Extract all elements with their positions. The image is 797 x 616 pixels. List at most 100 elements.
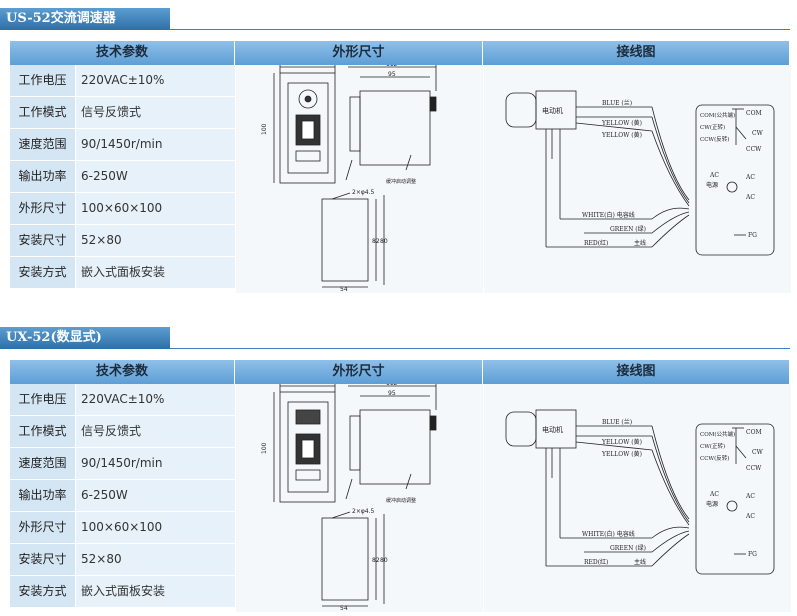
terminal-com-label: COM(公共端) <box>700 430 735 438</box>
section-title: US-52交流调速器 <box>0 8 170 30</box>
dim-54: 54 <box>340 286 348 293</box>
spec-value: 90/1450r/min <box>76 448 240 479</box>
spec-label: 工作电压 <box>10 384 75 415</box>
panel-cutout <box>321 517 369 601</box>
spec-label: 速度范围 <box>10 129 75 160</box>
terminal-cw-label: CW(正转) <box>700 442 725 450</box>
dim-80: 80 <box>380 557 388 564</box>
terminal-fg: FG <box>748 551 757 558</box>
dimension-drawing-panel: 60 100 112 95 缓冲启动调整 2×φ4.5 82 80 54 <box>235 378 484 612</box>
spec-value: 100×60×100 <box>76 512 240 543</box>
wire-white: WHITE(白) 电容线 <box>582 211 635 219</box>
wiring-diagram: 电动机 BLUE (兰) YELLOW (黄) YELLOW (黄) WHITE… <box>505 90 775 256</box>
spec-label: 输出功率 <box>10 480 75 511</box>
terminal-ccw: CCW <box>746 465 762 472</box>
header-specs: 技术参数 <box>10 41 235 65</box>
controller-terminal-block <box>695 104 775 256</box>
spec-value: 52×80 <box>76 225 240 256</box>
dim-82: 82 <box>372 557 380 564</box>
spec-value: 90/1450r/min <box>76 129 240 160</box>
controller-face <box>287 82 329 174</box>
dial-note: 缓冲启动调整 <box>386 497 416 504</box>
spec-value: 6-250W <box>76 480 240 511</box>
wire-white: WHITE(白) 电容线 <box>582 530 635 538</box>
section-title: UX-52(数显式) <box>0 327 170 349</box>
spec-label: 工作模式 <box>10 97 75 128</box>
spec-value: 100×60×100 <box>76 193 240 224</box>
wire-red: RED(红) <box>584 239 608 247</box>
power-label: 电源 <box>706 500 718 508</box>
terminal-ac-1: AC <box>709 172 719 179</box>
spec-label: 工作模式 <box>10 416 75 447</box>
dim-95: 95 <box>388 390 396 397</box>
terminal-com: COM <box>746 429 762 436</box>
terminal-com: COM <box>746 110 762 117</box>
header-dimensions: 外形尺寸 <box>235 41 483 65</box>
dimension-drawing: 60 100 112 95 缓冲启动调整 2×φ4.5 82 80 54 <box>261 59 437 293</box>
motor-body <box>535 90 577 130</box>
panel-cutout <box>321 198 369 282</box>
wire-blue: BLUE (兰) <box>602 418 632 426</box>
motor-body <box>535 409 577 449</box>
power-label: 电源 <box>706 181 718 189</box>
header-wiring: 接线图 <box>483 360 790 384</box>
dim-60: 60 <box>302 65 310 66</box>
spec-row: 安装方式嵌入式面板安装 <box>10 257 240 289</box>
header-wiring: 接线图 <box>483 41 790 65</box>
terminal-ac-3: AC <box>745 194 755 201</box>
terminal-ac-2: AC <box>745 493 755 500</box>
dial-note: 缓冲启动调整 <box>386 178 416 185</box>
dimension-drawing-panel: 60 100 112 95 缓冲启动调整 2×φ4.5 82 80 54 <box>235 59 484 293</box>
wire-green: GREEN (绿) <box>610 225 646 233</box>
spec-value: 220VAC±10% <box>76 65 240 96</box>
wiring-diagram-panel: 电动机 BLUE (兰) YELLOW (黄) YELLOW (黄) WHITE… <box>483 384 791 612</box>
spec-label: 安装方式 <box>10 257 75 288</box>
dimension-drawing: 60 100 112 95 缓冲启动调整 2×φ4.5 82 80 54 <box>261 378 437 612</box>
spec-row: 工作模式信号反馈式 <box>10 416 240 448</box>
terminal-ccw-label: CCW(反转) <box>700 135 729 143</box>
spec-label: 外形尺寸 <box>10 512 75 543</box>
wiring-diagram-panel: 电动机 BLUE (兰) YELLOW (黄) YELLOW (黄) WHITE… <box>483 65 791 293</box>
header-specs: 技术参数 <box>10 360 235 384</box>
motor-label: 电动机 <box>542 425 563 434</box>
title-underline <box>170 29 790 30</box>
spec-value: 嵌入式面板安装 <box>76 257 240 288</box>
spec-label: 速度范围 <box>10 448 75 479</box>
spec-row: 安装方式嵌入式面板安装 <box>10 576 240 608</box>
spec-value: 信号反馈式 <box>76 416 240 447</box>
dim-60: 60 <box>302 384 310 385</box>
dim-100: 100 <box>261 123 268 135</box>
terminal-cw: CW <box>752 130 764 137</box>
wire-yellow-1: YELLOW (黄) <box>601 438 642 446</box>
wire-yellow-2: YELLOW (黄) <box>601 131 642 139</box>
terminal-cw-label: CW(正转) <box>700 123 725 131</box>
motor-housing <box>505 411 537 447</box>
controller-side <box>359 90 431 166</box>
terminal-ccw-label: CCW(反转) <box>700 454 729 462</box>
dim-112: 112 <box>386 65 398 68</box>
wire-yellow-2: YELLOW (黄) <box>601 450 642 458</box>
title-underline <box>170 348 790 349</box>
dim-95: 95 <box>388 71 396 78</box>
spec-value: 嵌入式面板安装 <box>76 576 240 607</box>
ac-source-icon <box>726 181 738 193</box>
wire-main: 主线 <box>634 239 646 247</box>
spec-value: 220VAC±10% <box>76 384 240 415</box>
wire-green: GREEN (绿) <box>610 544 646 552</box>
spec-value: 52×80 <box>76 544 240 575</box>
controller-outline <box>279 72 336 184</box>
dim-82: 82 <box>372 238 380 245</box>
